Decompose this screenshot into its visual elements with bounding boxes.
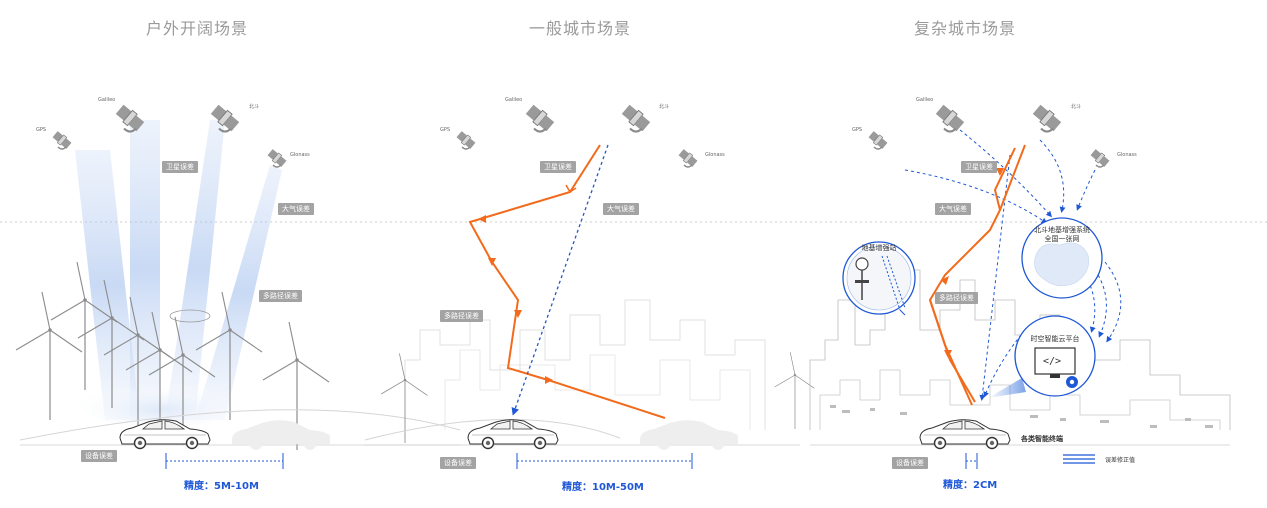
- car-icon: [919, 419, 1011, 450]
- panel-title-general-urban: 一般城市场景: [528, 19, 631, 38]
- tag-satellite-error: 卫星误差: [961, 161, 997, 173]
- satellite-icon: [1089, 148, 1111, 168]
- smart-terminals-label: 各类智能终端: [1021, 435, 1063, 443]
- multipath-signal-path: [468, 144, 666, 419]
- satellite-label-beidou: 北斗: [249, 104, 260, 110]
- accuracy-range: [965, 453, 978, 469]
- satellite-label-beidou: 北斗: [659, 104, 670, 110]
- wind-turbine-icon: [774, 351, 815, 430]
- satellite-icon: [620, 103, 652, 133]
- correction-legend-icon: [1063, 454, 1095, 464]
- satellite-label-beidou: 北斗: [1071, 104, 1082, 110]
- beidou-system-label-line2: 全国一张网: [1044, 235, 1080, 243]
- base-station-label: 地基增强站: [861, 244, 897, 252]
- signal-beam: [195, 165, 282, 420]
- tag-device-error: 设备误差: [440, 457, 476, 469]
- satellite-label-glonass: Glonass: [705, 152, 725, 158]
- cloud-platform-callout: </>: [1014, 315, 1096, 397]
- tag-atmosphere-error: 大气误差: [603, 203, 639, 215]
- accuracy-complex-urban: 精度：2CM: [943, 480, 998, 491]
- panel-title-open-outdoor: 户外开阔场景: [145, 19, 248, 38]
- tag-atmosphere-error: 大气误差: [935, 203, 971, 215]
- satellite-icon: [51, 130, 73, 150]
- ghost-car-icon: [640, 420, 738, 450]
- satellite-icon: [524, 103, 556, 133]
- accuracy-range: [165, 453, 284, 469]
- satellite-icon: [934, 103, 966, 133]
- signal-beam: [130, 120, 160, 420]
- correction-legend-label: 误差修正值: [1105, 457, 1136, 464]
- tag-satellite-error: 卫星误差: [162, 161, 198, 173]
- satellite-label-galileo: Galileo: [505, 97, 523, 103]
- signal-beam: [75, 150, 140, 420]
- satellite-label-glonass: Glonass: [1117, 152, 1137, 158]
- satellite-icon: [1031, 103, 1063, 133]
- beidou-system-callout: [1021, 217, 1103, 299]
- panel-complex-urban-art: </>: [809, 103, 1231, 469]
- tag-device-error: 设备误差: [81, 450, 117, 462]
- tag-atmosphere-error: 大气误差: [278, 203, 314, 215]
- satellite-icon: [266, 148, 288, 168]
- satellite-label-gps: GPS: [852, 127, 863, 133]
- satellite-icon: [867, 130, 889, 150]
- tag-multipath-error: 多路径误差: [935, 292, 978, 304]
- svg-text:</>: </>: [1043, 356, 1061, 367]
- wind-turbine-icon: [15, 291, 83, 421]
- panel-general-urban-art: [364, 103, 815, 469]
- satellite-icon: [677, 148, 699, 168]
- accuracy-general-urban: 精度：10M-50M: [562, 482, 644, 493]
- tag-multipath-error: 多路径误差: [259, 290, 302, 302]
- wind-turbine-icon: [380, 352, 428, 444]
- satellite-label-glonass: Glonass: [290, 152, 310, 158]
- accuracy-range: [516, 453, 693, 469]
- satellite-label-galileo: Galileo: [98, 97, 116, 103]
- panel-title-complex-urban: 复杂城市场景: [913, 19, 1016, 38]
- base-station-callout: [842, 241, 916, 316]
- satellite-icon: [455, 130, 477, 150]
- satellite-label-galileo: Galileo: [916, 97, 934, 103]
- cloud-platform-label: 时空智能云平台: [1030, 335, 1080, 343]
- tag-multipath-error: 多路径误差: [440, 310, 483, 322]
- accuracy-open-outdoor: 精度：5M-10M: [184, 481, 259, 492]
- car-icon: [467, 419, 559, 450]
- tag-satellite-error: 卫星误差: [540, 161, 576, 173]
- satellite-label-gps: GPS: [440, 127, 451, 133]
- beidou-system-label-line1: 北斗地基增强系统: [1034, 226, 1090, 234]
- satellite-label-gps: GPS: [36, 127, 47, 133]
- direct-signal-path: [511, 144, 609, 416]
- tag-device-error: 设备误差: [892, 457, 928, 469]
- panel-open-outdoor-art: [15, 103, 461, 469]
- signal-beam: [165, 120, 225, 420]
- multipath-signal-path: [928, 144, 1026, 403]
- ghost-car-icon: [232, 420, 330, 450]
